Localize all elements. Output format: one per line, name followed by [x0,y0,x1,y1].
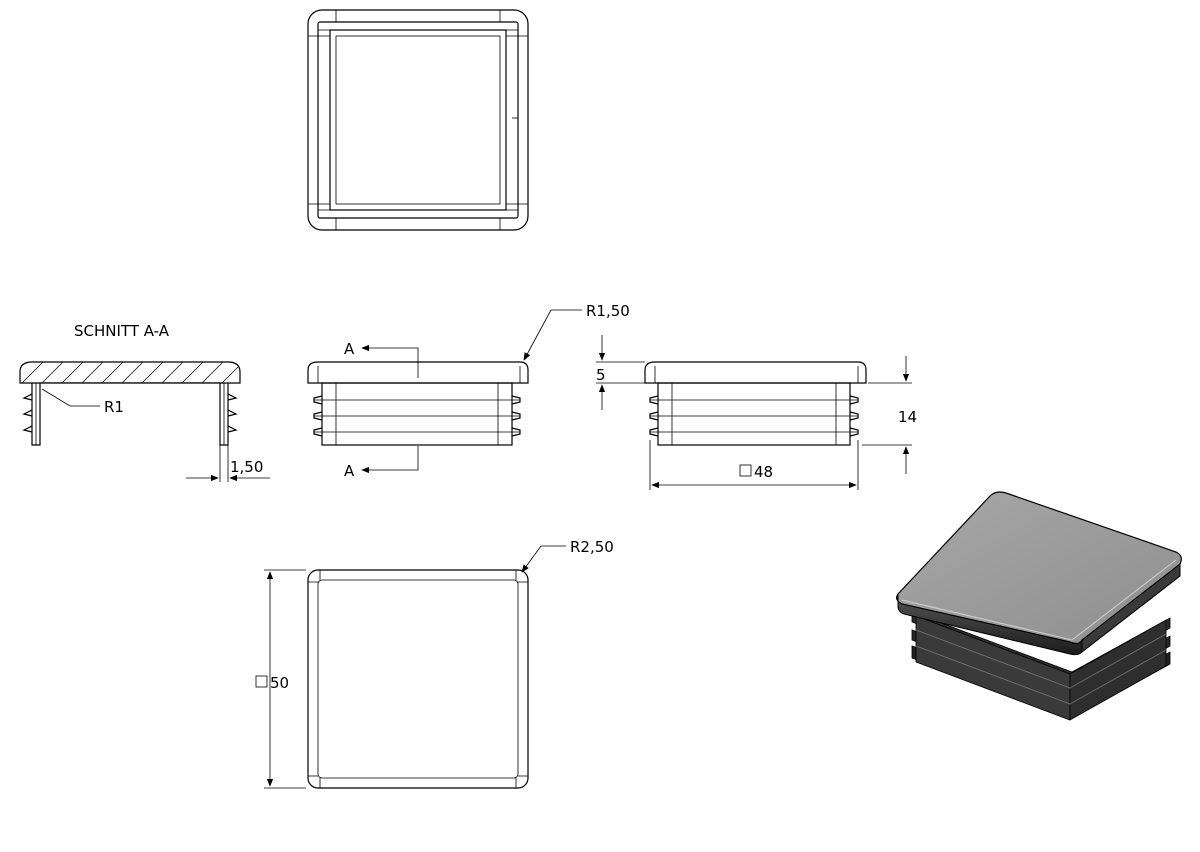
dim-inner-width: 48 [754,463,773,481]
square-symbol-icon [739,464,752,477]
section-letter-top: A [344,340,355,358]
plan-view: 50 R2,50 [255,538,614,789]
side-view: 5 14 48 [596,335,917,490]
dim-total-height: 14 [898,408,917,426]
section-view: SCHNITT A-A R1 [19,322,270,482]
section-title: SCHNITT A-A [74,322,170,340]
dim-corner-radius: R2,50 [570,538,614,556]
top-view [307,9,529,231]
section-letter-bottom: A [344,462,355,480]
isometric-render [896,491,1182,721]
dim-wall: 1,50 [230,458,263,476]
dim-r1: R1 [104,398,124,416]
section-hatch [20,362,240,383]
dim-r150: R1,50 [586,302,630,320]
front-view: A A R1,50 [307,302,630,480]
dim-cap-height: 5 [596,366,606,384]
dim-outer-width: 50 [270,674,289,692]
square-symbol-icon [255,675,268,688]
